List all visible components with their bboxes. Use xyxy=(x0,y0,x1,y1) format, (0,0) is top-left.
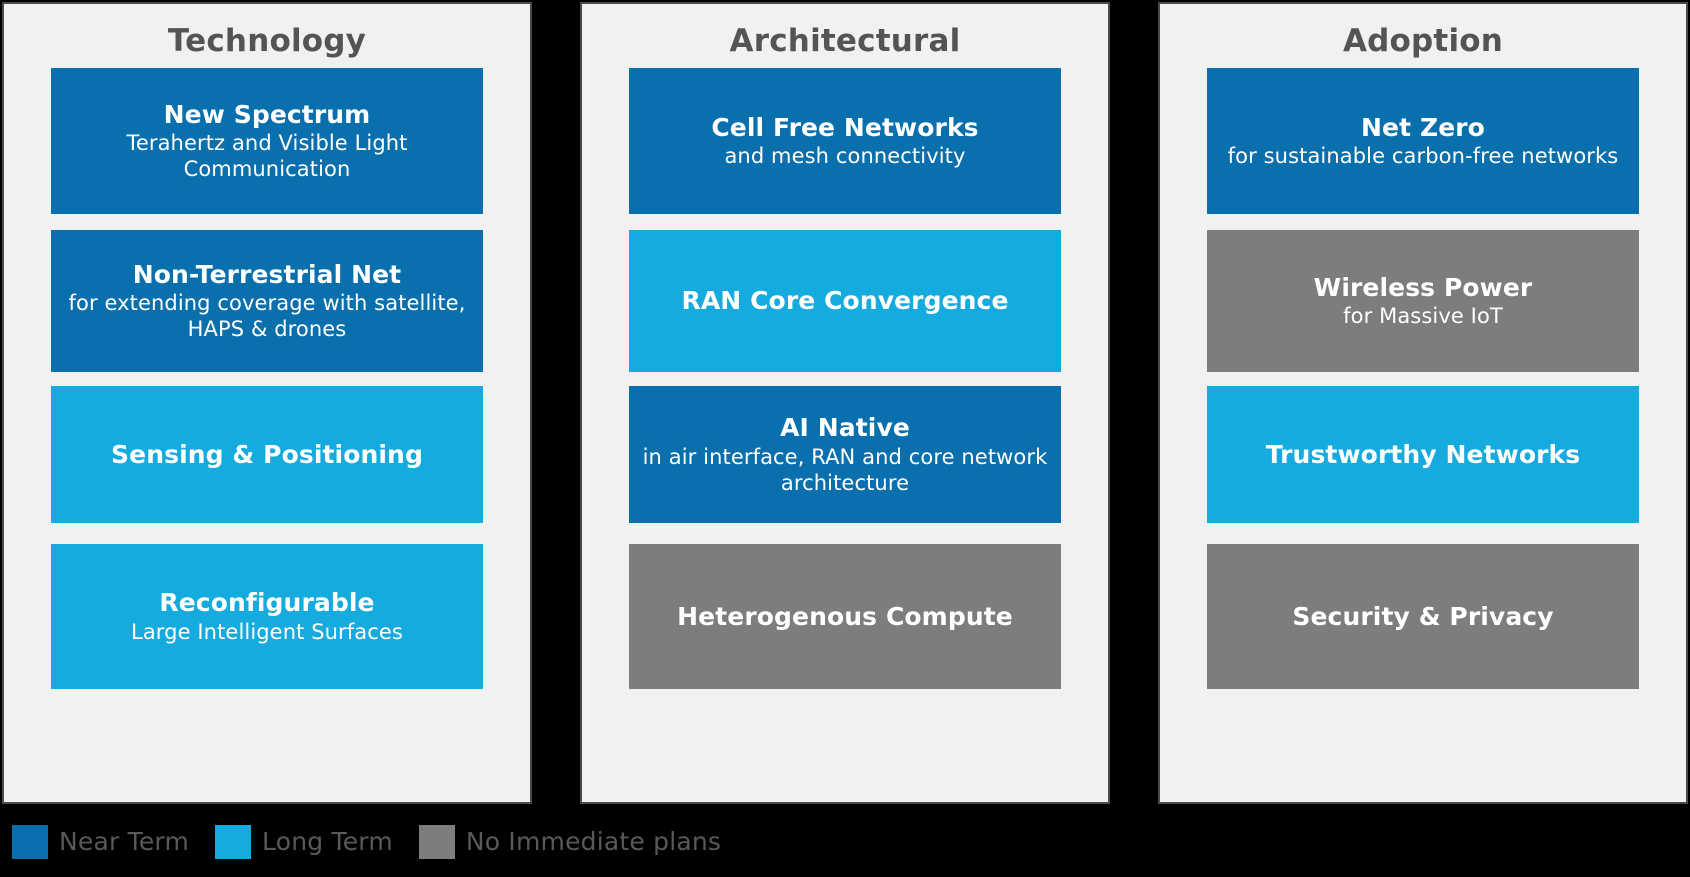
roadmap-item[interactable]: Trustworthy Networks xyxy=(1207,386,1639,524)
legend-item: No Immediate plans xyxy=(418,824,722,859)
roadmap-item-title: AI Native xyxy=(780,413,910,443)
panel-title: Architectural xyxy=(729,23,961,59)
legend-label: Long Term xyxy=(262,827,393,856)
roadmap-item[interactable]: RAN Core Convergence xyxy=(629,230,1061,373)
legend-item: Long Term xyxy=(215,824,393,859)
roadmap-item-subtitle: and mesh connectivity xyxy=(724,144,966,169)
roadmap-item-subtitle: for extending coverage with satellite, H… xyxy=(68,291,466,342)
legend-swatch-icon xyxy=(12,824,48,859)
legend-label: Near Term xyxy=(59,827,190,856)
roadmap-item[interactable]: Heterogenous Compute xyxy=(629,544,1061,690)
roadmap-item-title: Reconfigurable xyxy=(159,588,375,618)
roadmap-item[interactable]: Sensing & Positioning xyxy=(51,386,483,524)
roadmap-item-subtitle: for sustainable carbon-free networks xyxy=(1227,144,1619,169)
roadmap-item-title: Net Zero xyxy=(1361,112,1485,142)
roadmap-item-title: Security & Privacy xyxy=(1292,601,1554,631)
roadmap-item-subtitle: Large Intelligent Surfaces xyxy=(131,619,403,644)
roadmap-item-title: Sensing & Positioning xyxy=(111,439,423,469)
legend-item: Near Term xyxy=(12,824,190,859)
panel-title: Technology xyxy=(167,23,367,59)
legend-swatch-icon xyxy=(418,824,455,859)
roadmap-item-title: Heterogenous Compute xyxy=(677,601,1013,631)
roadmap-item-subtitle: Terahertz and Visible Light Communicatio… xyxy=(126,131,408,182)
legend: Near Term Long Term No Immediate plans xyxy=(0,806,1690,877)
roadmap-item-subtitle: for Massive IoT xyxy=(1343,304,1503,329)
panel-title: Adoption xyxy=(1342,23,1504,59)
roadmap-item-title: RAN Core Convergence xyxy=(681,286,1009,316)
roadmap-item-title: Cell Free Networks xyxy=(711,112,979,142)
roadmap-item-subtitle: in air interface, RAN and core network a… xyxy=(642,444,1048,495)
roadmap-item[interactable]: Security & Privacy xyxy=(1207,544,1639,690)
roadmap-item-title: New Spectrum xyxy=(163,99,371,129)
legend-swatch-icon xyxy=(215,824,252,859)
roadmap-item-title: Wireless Power xyxy=(1313,272,1533,302)
legend-label: No Immediate plans xyxy=(465,827,722,856)
roadmap-item-title: Non-Terrestrial Net xyxy=(132,259,402,289)
roadmap-item-title: Trustworthy Networks xyxy=(1265,439,1581,469)
